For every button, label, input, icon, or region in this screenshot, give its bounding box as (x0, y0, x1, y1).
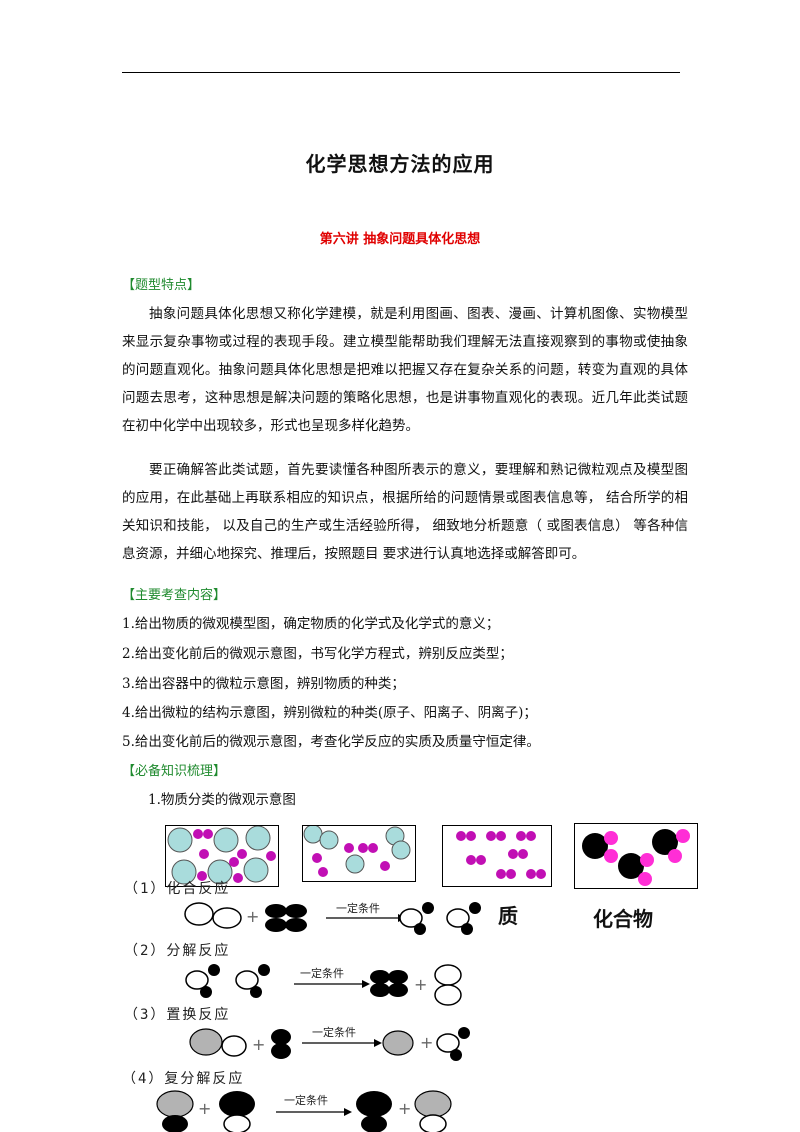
features-paragraph-1: 抽象问题具体化思想又称化学建模，就是利用图画、图表、漫画、计算机图像、实物模型来… (122, 306, 688, 434)
content-item: 5.给出变化前后的微观示意图，考查化学反应的实质及质量守恒定律。 (122, 734, 540, 750)
reaction-label-decomposition: （2）分解反应 (124, 943, 231, 959)
header-rule (122, 72, 680, 73)
element-particles (303, 826, 411, 877)
box-mixture (165, 825, 279, 887)
label-pure-substance-partial: 质 (498, 904, 518, 928)
reaction-2-condition: 一定条件 (300, 966, 344, 980)
reaction-4-diagram: + 一定条件 + (156, 1090, 452, 1132)
reaction-1-condition: 一定条件 (336, 901, 380, 915)
pure-substance-particles (456, 831, 546, 879)
section-heading-features: 【题型特点】 (122, 278, 201, 293)
svg-text:+: + (252, 1035, 265, 1054)
section-heading-knowledge: 【必备知识梳理】 (122, 764, 227, 779)
content-item: 4.给出微粒的结构示意图，辨别微粒的种类(原子、阳离子、阴离子)； (122, 705, 537, 721)
reaction-label-double-decomposition: （4）复分解反应 (122, 1071, 245, 1087)
mixture-particles (167, 826, 276, 885)
box-pure-substance (442, 825, 552, 887)
reaction-label-combination: （1）化合反应 (124, 881, 231, 897)
lecture-subtitle: 第六讲 抽象问题具体化思想 (319, 232, 481, 247)
section-heading-content: 【主要考查内容】 (122, 588, 227, 603)
svg-text:+: + (398, 1099, 411, 1118)
compound-particles (582, 829, 690, 886)
reaction-3-condition: 一定条件 (312, 1025, 356, 1039)
box-compound (574, 823, 698, 889)
page-title: 化学思想方法的应用 (305, 152, 495, 176)
reaction-4-condition: 一定条件 (284, 1093, 328, 1107)
svg-text:+: + (414, 975, 427, 994)
svg-text:+: + (420, 1033, 433, 1052)
reaction-label-displacement: （3）置换反应 (124, 1007, 231, 1023)
knowledge-item-1: 1.物质分类的微观示意图 (148, 792, 296, 808)
content-item: 3.给出容器中的微粒示意图，辨别物质的种类； (122, 676, 405, 692)
label-compound: 化合物 (593, 907, 653, 931)
reaction-1-diagram: + 一定条件 (184, 901, 481, 935)
svg-text:+: + (198, 1099, 211, 1118)
reaction-2-diagram: 一定条件 + (185, 964, 462, 1006)
box-elements (302, 825, 416, 882)
content-item: 2.给出变化前后的微观示意图，书写化学方程式，辨别反应类型； (122, 646, 513, 662)
features-paragraph-2: 要正确解答此类试题，首先要读懂各种图所表示的意义，要理解和熟记微粒观点及模型图的… (122, 462, 688, 562)
reaction-3-diagram: + 一定条件 + (189, 1025, 470, 1061)
content-item: 1.给出物质的微观模型图，确定物质的化学式及化学式的意义； (122, 616, 500, 632)
svg-text:+: + (246, 907, 259, 926)
